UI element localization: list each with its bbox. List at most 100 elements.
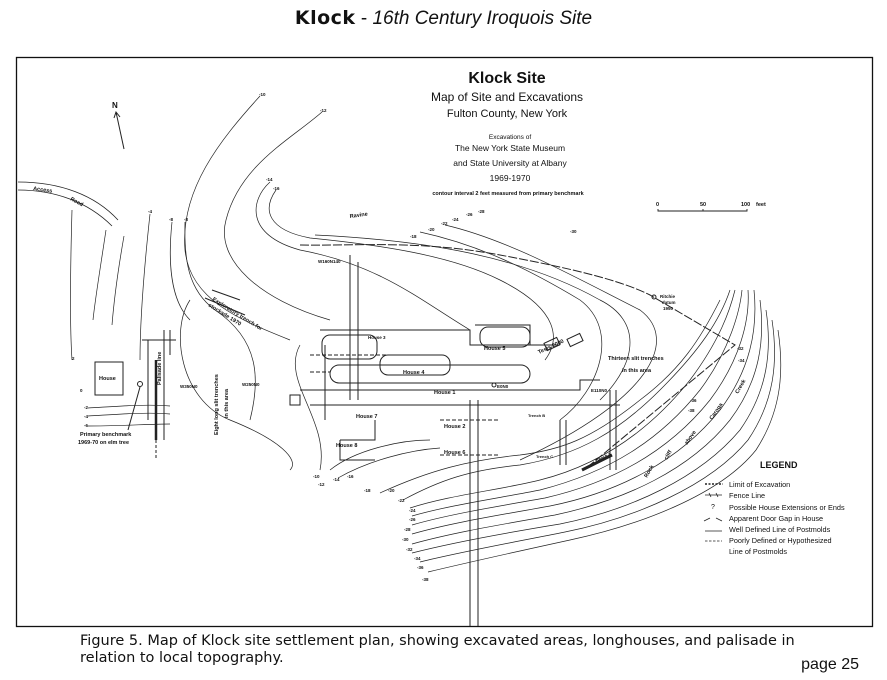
svg-text:Creek: Creek xyxy=(735,378,748,395)
svg-text:-2: -2 xyxy=(84,405,88,410)
svg-text:-38: -38 xyxy=(688,408,695,413)
svg-text:-26: -26 xyxy=(466,212,473,217)
svg-text:House 2: House 2 xyxy=(444,424,465,430)
svg-text:1950: 1950 xyxy=(663,306,674,311)
svg-text:-10: -10 xyxy=(313,474,320,479)
svg-text:-8: -8 xyxy=(169,217,173,222)
svg-text:House 1: House 1 xyxy=(434,390,455,396)
svg-text:Ritchie: Ritchie xyxy=(660,294,676,299)
svg-text:House 8: House 8 xyxy=(336,443,357,449)
svg-text:Tests 2000: Tests 2000 xyxy=(537,339,565,356)
svg-text:House 5: House 5 xyxy=(484,346,505,352)
fence-line xyxy=(299,244,736,466)
svg-text:Ravine: Ravine xyxy=(349,212,368,220)
legend-item: Fence Line xyxy=(729,491,765,500)
fence-line-symbol xyxy=(705,492,722,498)
svg-text:2: 2 xyxy=(72,356,75,361)
svg-text:-32: -32 xyxy=(406,547,413,552)
institution1: The New York State Museum xyxy=(455,143,565,153)
svg-text:100: 100 xyxy=(741,202,750,208)
legend-item: Limit of Excavation xyxy=(729,480,790,489)
svg-text:0: 0 xyxy=(80,388,83,393)
svg-text:Trench B: Trench B xyxy=(528,413,545,418)
label-benchmark: Primary benchmark xyxy=(80,432,132,438)
svg-text:-4: -4 xyxy=(148,209,152,214)
page-title: Klock - 16th Century Iroquois Site xyxy=(0,7,887,30)
legend-item: Possible House Extensions or Ends xyxy=(729,503,845,512)
map-frame xyxy=(15,56,874,628)
house-left xyxy=(94,361,124,396)
svg-text:-24: -24 xyxy=(452,217,459,222)
svg-text:-16: -16 xyxy=(273,186,280,191)
svg-text:-36: -36 xyxy=(417,565,424,570)
svg-text:LEGEND: LEGEND xyxy=(760,460,798,470)
label-palisade: Palisade line xyxy=(157,352,163,385)
years: 1969-1970 xyxy=(490,173,531,183)
svg-text:-22: -22 xyxy=(398,498,405,503)
contour-note: contour interval 2 feet measured from pr… xyxy=(432,191,584,197)
svg-text:datum: datum xyxy=(662,300,676,305)
map-subtitle: Map of Site and Excavations xyxy=(431,90,583,104)
svg-text:-30: -30 xyxy=(402,537,409,542)
svg-text:Caroga: Caroga xyxy=(709,401,725,421)
svg-text:Rock: Rock xyxy=(644,464,656,479)
title-italic: 16th Century Iroquois Site xyxy=(372,8,593,29)
contour-lines xyxy=(70,95,782,573)
svg-text:House 3: House 3 xyxy=(368,335,386,340)
legend-item: Well Defined Line of Postmolds xyxy=(729,525,831,534)
contour-labels: -10 -12 -14 -16 2 0 -2 -4 -6 -4 -8 -8 -1… xyxy=(72,92,745,582)
access-road: Access Road xyxy=(17,181,119,227)
label-house-left: House xyxy=(99,376,116,382)
map-location: Fulton County, New York xyxy=(447,108,568,120)
svg-text:-34: -34 xyxy=(414,556,421,561)
svg-text:Thirteen slit trenches: Thirteen slit trenches xyxy=(608,356,664,362)
svg-text:-12: -12 xyxy=(320,108,327,113)
svg-text:-14: -14 xyxy=(333,477,340,482)
svg-text:-28: -28 xyxy=(478,209,485,214)
svg-text:-12: -12 xyxy=(318,482,325,487)
svg-text:cliff: cliff xyxy=(664,449,674,461)
door-gap-symbol xyxy=(703,517,723,522)
svg-text:-28: -28 xyxy=(404,527,411,532)
svg-text:feet: feet xyxy=(756,202,766,208)
figure-caption: Figure 5. Map of Klock site settlement p… xyxy=(80,633,795,666)
svg-text:Road: Road xyxy=(69,196,84,208)
svg-text:W160N140: W160N140 xyxy=(318,259,341,264)
svg-text:above: above xyxy=(684,430,698,446)
svg-text:50: 50 xyxy=(700,202,706,208)
svg-text:E0N0: E0N0 xyxy=(497,384,509,389)
title-bold: Klock xyxy=(294,7,356,29)
svg-text:-36: -36 xyxy=(690,398,697,403)
svg-text:-16: -16 xyxy=(347,474,354,479)
svg-text:-20: -20 xyxy=(428,227,435,232)
institution2: and State University at Albany xyxy=(453,158,567,168)
title-sep: - xyxy=(355,8,373,29)
page-number: page 25 xyxy=(801,656,859,673)
excavations-of: Excavations of xyxy=(489,134,531,141)
svg-text:-26: -26 xyxy=(409,517,416,522)
label-benchmark2: 1969-70 on elm tree xyxy=(78,440,129,446)
svg-text:-32: -32 xyxy=(737,346,744,351)
legend-item: Apparent Door Gap in House xyxy=(729,514,823,523)
svg-text:-24: -24 xyxy=(409,508,416,513)
map-title: Klock Site xyxy=(468,70,545,87)
svg-text:House 6: House 6 xyxy=(444,450,465,456)
svg-text:-30: -30 xyxy=(570,229,577,234)
scale-bar: 0 50 100 feet xyxy=(656,202,766,212)
north-arrow-icon: N xyxy=(112,101,125,150)
possible-extension-symbol: ? xyxy=(711,504,715,511)
svg-text:-18: -18 xyxy=(410,234,417,239)
svg-text:-6: -6 xyxy=(84,423,88,428)
svg-text:-22: -22 xyxy=(441,221,448,226)
svg-text:in this area: in this area xyxy=(224,388,230,418)
legend: LEGEND ? Limit of Excavation Fence Line … xyxy=(703,460,845,556)
svg-text:House 4: House 4 xyxy=(403,370,425,376)
svg-text:N: N xyxy=(112,101,118,110)
legend-item: Line of Postmolds xyxy=(729,547,787,556)
svg-text:-38: -38 xyxy=(422,577,429,582)
svg-text:-34: -34 xyxy=(738,358,745,363)
svg-text:House 7: House 7 xyxy=(356,414,377,420)
svg-text:W250N0: W250N0 xyxy=(242,382,260,387)
svg-text:-10: -10 xyxy=(259,92,266,97)
